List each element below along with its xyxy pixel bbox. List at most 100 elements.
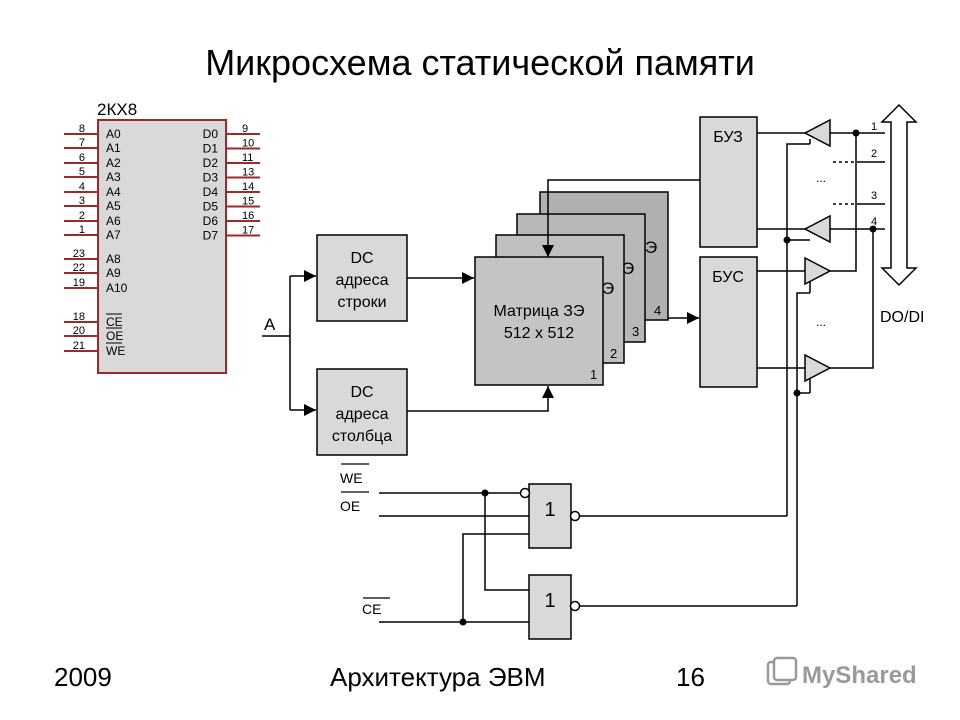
input-buffer-1 [803,118,831,148]
chip-pin-a4: 4 A4 [64,181,121,199]
row-decoder-line-3: строки [337,294,386,311]
chip-pin-number: 22 [73,262,85,274]
bus-line-1: 1 [871,121,877,133]
read-control-block [699,256,758,388]
chip-pin-number: 11 [242,152,253,164]
chip-pin-oe: 20 OE [64,325,123,343]
chip-pin-d1: 10 D1 [203,138,260,156]
address-section: A DC адреса строки DC адреса столбца [262,234,554,456]
chip-pin-number: 6 [79,152,85,164]
column-decoder-line-1: DC [350,384,373,401]
chip-pin-number: 21 [73,340,85,352]
chip-pin-d0: 9 D0 [203,123,260,141]
chip-pin-number: 5 [79,166,85,178]
memory-matrix-stack: Э Э Э Матрица ЗЭ 512 х 512 1 2 3 4 [474,179,700,386]
bus-line-2: 2 [871,148,877,160]
chip-pin-label: A0 [106,127,121,141]
chip-pin-d5: 15 D5 [203,196,260,214]
chip-pin-label: D2 [203,156,219,170]
chip-pin-number: 18 [73,311,85,323]
bus-line-4: 4 [871,216,877,228]
chip-pin-number: 14 [242,181,254,193]
chip-pin-label: A5 [106,199,121,213]
chip-pin-label: D6 [203,214,219,228]
chip-pin-a5: 3 A5 [64,195,121,213]
chip-pin-label: A1 [106,141,121,155]
matrix-layer-number-2: 2 [610,346,617,361]
chip-pin-number: 4 [79,181,85,193]
chip-pin-label: A4 [106,185,121,199]
output-buffer-1 [804,256,832,286]
chip-pin-number: 2 [79,210,85,222]
chip-pin-d4: 14 D4 [203,181,260,199]
matrix-layer-1 [474,256,604,386]
chip-pin-number: 1 [79,224,85,236]
chip-pin-number: 10 [242,138,254,150]
chip-pin-number: 15 [242,196,254,208]
matrix-layer-number-3: 3 [632,324,639,339]
chip-pin-a0: 8 A0 [64,123,121,141]
chip-pin-number: 17 [242,225,254,237]
chip-pin-number: 19 [73,277,85,289]
chip-pin-d3: 13 D3 [203,167,260,185]
chip-pin-number: 16 [242,210,254,222]
chip-pin-number: 20 [73,325,85,337]
svg-text:MyShared: MyShared [802,662,917,689]
footer-course: Архитектура ЭВМ [330,662,546,692]
we-label: WE [340,470,363,486]
matrix-layer-number-1: 1 [590,367,597,382]
chip-pin-number: 3 [79,195,85,207]
chip-pin-d2: 11 D2 [203,152,260,170]
chip-pin-d6: 16 D6 [203,210,260,228]
chip-pin-number: 13 [242,167,254,179]
control-gate-1-label: 1 [544,499,555,521]
oe-label: OE [340,498,360,514]
matrix-layer-number-4: 4 [654,303,661,318]
site-logo: MyShared [766,656,917,689]
chip-body [97,119,227,374]
chip-pin-number: 23 [73,248,85,260]
address-label: A [264,315,276,334]
control-gate-2 [528,574,572,640]
matrix-layer-1-fragment: Э [602,279,614,298]
chip-pin-number: 9 [242,123,248,135]
chip-pin-a6: 2 A6 [64,210,121,228]
chip-pin-label: A10 [106,281,128,295]
chip-pin-a1: 7 A1 [64,137,121,155]
chip-pin-label: D4 [203,185,219,199]
chip-pin-label: A6 [106,214,121,228]
chip-pin-label: A7 [106,228,121,242]
chip-pin-label: D0 [203,127,219,141]
io-blocks: БУЗ БУС ... ... [699,103,924,606]
dots-1: ... [816,171,826,185]
control-logic: WE OE CE 1 1 [340,463,797,640]
chip-pin-a10: 19 A10 [64,277,128,295]
chip-pin-a7: 1 A7 [64,224,121,242]
chip-pin-label: D1 [203,142,219,156]
dots-2: ... [816,315,826,329]
matrix-title-line-2: 512 х 512 [504,325,574,342]
chip-pin-label: D5 [203,200,219,214]
chip-pin-number: 7 [79,137,85,149]
row-decoder-line-2: адреса [336,272,389,289]
input-buffer-4 [803,214,831,244]
ce-label: CE [362,601,381,617]
matrix-layer-2-fragment: Э [622,259,634,278]
chip-pin-label: OE [106,329,123,343]
row-decoder-line-1: DC [350,250,373,267]
column-decoder-line-2: адреса [336,406,389,423]
chip-name: 2КХ8 [97,100,137,119]
read-control-label: БУС [712,269,744,286]
chip-pin-number: 8 [79,123,85,135]
column-decoder-line-3: столбца [332,428,392,445]
chip-pin-label: D3 [203,171,219,185]
bus-line-3: 3 [871,190,877,202]
